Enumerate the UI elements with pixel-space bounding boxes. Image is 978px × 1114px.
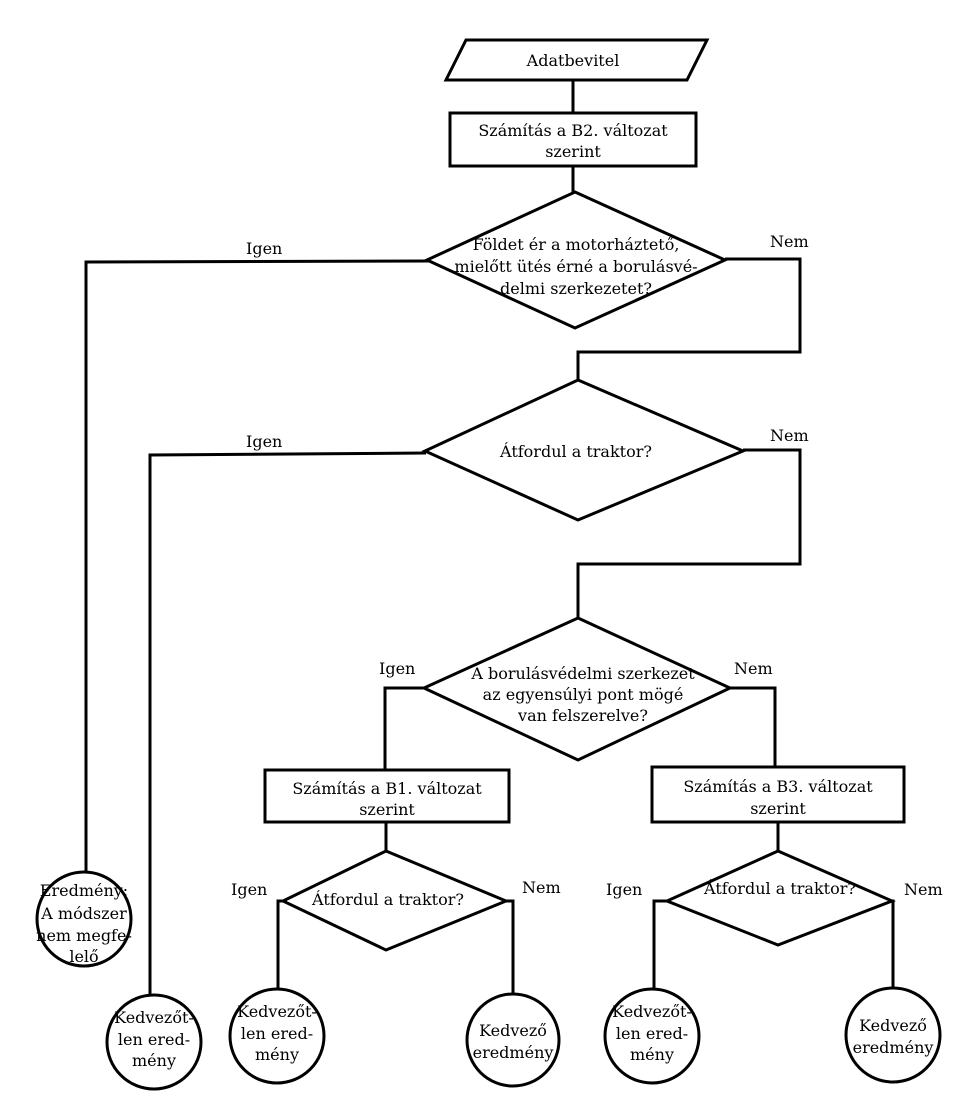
decision-overturn-b3-no-label: Nem (904, 880, 943, 899)
terminal-method-inadequate-line1: Eredmény: (40, 881, 128, 900)
process-b2-box (448, 111, 698, 168)
connector-decision3-no (730, 686, 777, 767)
terminal-unfavorable-2-line1: Kedvezőt- (237, 1002, 317, 1021)
terminal-favorable-2-line1: Kedvező (859, 1016, 927, 1035)
terminal-favorable-1-circle (465, 992, 561, 1088)
terminal-unfavorable-2-line2: len ered- (241, 1024, 313, 1043)
process-b2-line2: szerint (545, 142, 601, 161)
decision-hood-contact-diamond (423, 190, 729, 330)
terminal-unfavorable-3-line1: Kedvezőt- (612, 1002, 692, 1021)
terminal-favorable-2-line2: eredmény (853, 1038, 934, 1057)
decision-overturn-b1: Átfordul a traktor? Igen Nem (231, 849, 561, 952)
decision-hood-contact-line3: delmi szerkezetet? (500, 279, 652, 298)
decision-frame-position-line3: van felszerelve? (517, 706, 648, 725)
decision-overturn-b3-label: Átfordul a traktor? (703, 878, 856, 898)
decision-frame-position: A borulásvédelmi szerkezet az egyensúlyi… (379, 616, 773, 762)
connector-decision4-no (505, 899, 515, 994)
process-b2-line1: Számítás a B2. változat (478, 121, 668, 140)
terminal-unfavorable-1-circle (105, 993, 203, 1091)
connector-decision4-yes (276, 899, 285, 988)
process-b3-line2: szerint (750, 799, 806, 818)
terminal-unfavorable-3-circle (603, 987, 701, 1085)
decision-hood-contact-yes-label: Igen (246, 239, 282, 258)
terminal-method-inadequate: Eredmény: A módszer nem megfe- lelő (35, 870, 133, 968)
decision-overturn-b1-yes-label: Igen (231, 880, 267, 899)
decision-overturn-1-label: Átfordul a traktor? (499, 441, 652, 461)
decision-overturn-b3: Átfordul a traktor? Igen Nem (606, 849, 943, 947)
decision-overturn-b1-diamond (279, 849, 510, 952)
decision-overturn-1-diamond (421, 378, 747, 522)
process-b1-line1: Számítás a B1. változat (292, 779, 482, 798)
connector-decision2-no (576, 448, 802, 618)
terminal-unfavorable-2-line3: mény (255, 1045, 299, 1064)
terminal-method-inadequate-line2: A módszer (40, 904, 127, 923)
process-b1: Számítás a B1. változat szerint (263, 768, 511, 824)
terminal-unfavorable-1: Kedvezőt- len ered- mény (105, 993, 203, 1091)
terminal-method-inadequate-line3: nem megfe- (36, 926, 132, 945)
decision-overturn-b1-label: Átfordul a traktor? (311, 889, 464, 909)
terminal-unfavorable-2: Kedvezőt- len ered- mény (228, 987, 326, 1085)
decision-overturn-b1-no-label: Nem (522, 878, 561, 897)
decision-overturn-1-no-label: Nem (770, 426, 809, 445)
process-b2: Számítás a B2. változat szerint (448, 111, 698, 168)
terminal-favorable-1-line1: Kedvező (479, 1021, 547, 1040)
terminal-method-inadequate-line4: lelő (69, 947, 98, 966)
connector-decision5-no (891, 899, 895, 988)
connector-decision1-yes (84, 259, 430, 871)
input-parallelogram (443, 38, 710, 82)
decision-overturn-b3-diamond (663, 849, 896, 947)
connector-decision5-yes (652, 899, 669, 988)
decision-frame-position-line1: A borulásvédelmi szerkezet (470, 664, 695, 683)
decision-hood-contact-line1: Földet ér a motorháztető, (473, 235, 680, 254)
terminal-favorable-2: Kedvező eredmény (844, 986, 942, 1084)
process-b3: Számítás a B3. változat szerint (650, 765, 906, 824)
decision-frame-position-line2: az egyensúlyi pont mögé (483, 685, 684, 704)
terminal-method-inadequate-circle (35, 870, 133, 968)
process-b3-box (650, 765, 906, 824)
terminal-favorable-1: Kedvező eredmény (465, 992, 561, 1088)
decision-frame-position-diamond (420, 616, 734, 762)
process-b1-line2: szerint (359, 800, 415, 819)
connector-decision3-yes (383, 686, 425, 770)
decision-overturn-1-yes-label: Igen (246, 432, 282, 451)
decision-hood-contact-line2: mielőtt ütés érné a borulásvé- (454, 257, 697, 276)
terminal-unfavorable-1-line2: len ered- (118, 1030, 190, 1049)
decision-frame-position-yes-label: Igen (379, 659, 415, 678)
decision-hood-contact-no-label: Nem (770, 232, 809, 251)
decision-overturn-b3-yes-label: Igen (606, 880, 642, 899)
connector-decision2-yes (148, 451, 427, 995)
terminal-favorable-2-circle (844, 986, 942, 1084)
decision-hood-contact: Földet ér a motorháztető, mielőtt ütés é… (246, 190, 809, 330)
terminal-unfavorable-3-line3: mény (630, 1045, 674, 1064)
terminal-unfavorable-2-circle (228, 987, 326, 1085)
terminal-unfavorable-3-line2: len ered- (616, 1024, 688, 1043)
decision-frame-position-no-label: Nem (734, 659, 773, 678)
decision-overturn-1: Átfordul a traktor? Igen Nem (246, 378, 809, 522)
connector-decision1-no (576, 257, 802, 380)
input-label: Adatbevitel (526, 51, 620, 70)
terminal-unfavorable-3: Kedvezőt- len ered- mény (603, 987, 701, 1085)
terminal-favorable-1-line2: eredmény (473, 1043, 554, 1062)
terminal-unfavorable-1-line3: mény (132, 1051, 176, 1070)
input-node: Adatbevitel (443, 38, 710, 82)
terminal-unfavorable-1-line1: Kedvezőt- (114, 1008, 194, 1027)
process-b3-line1: Számítás a B3. változat (683, 777, 873, 796)
process-b1-box (263, 768, 511, 824)
